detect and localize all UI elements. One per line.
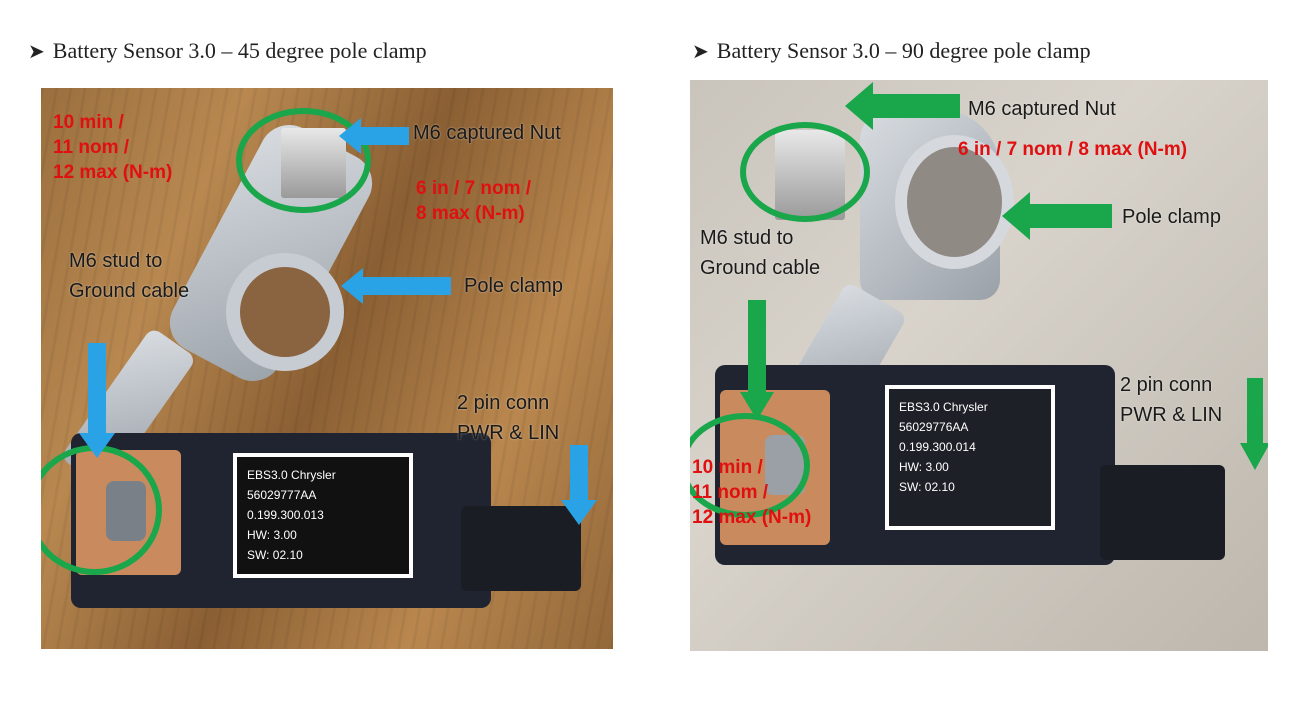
nut-highlight-circle bbox=[236, 108, 371, 213]
stud-label: M6 stud to Ground cable bbox=[69, 250, 190, 302]
connector-shape bbox=[461, 506, 581, 591]
nut-highlight-circle bbox=[740, 122, 870, 222]
connector-shape bbox=[1100, 465, 1225, 560]
sensor-label-line: EBS3.0 Chrysler bbox=[247, 468, 336, 482]
clamp-hole bbox=[226, 253, 344, 371]
sensor-label-line: SW: 02.10 bbox=[247, 548, 303, 562]
sensor-label: EBS3.0 Chrysler 56029776AA 0.199.300.014… bbox=[885, 385, 1055, 530]
arrow-icon bbox=[845, 82, 960, 130]
arrow-icon bbox=[341, 268, 451, 304]
nut-label: M6 captured Nut bbox=[968, 98, 1116, 120]
sensor-label-line: 56029777AA bbox=[247, 488, 317, 502]
sensor-label: EBS3.0 Chrysler 56029777AA 0.199.300.013… bbox=[233, 453, 413, 578]
arrow-icon bbox=[79, 343, 115, 458]
heading-left-text: Battery Sensor 3.0 – 45 degree pole clam… bbox=[52, 38, 427, 63]
nut-torque-text: 6 in / 7 nom / 8 max (N-m) bbox=[958, 139, 1188, 160]
nut-label: M6 captured Nut bbox=[413, 122, 561, 144]
arrow-icon bbox=[1240, 378, 1268, 470]
sensor-label-line: SW: 02.10 bbox=[899, 480, 955, 494]
heading-right: ➤ Battery Sensor 3.0 – 90 degree pole cl… bbox=[692, 38, 1091, 64]
sensor-label-line: HW: 3.00 bbox=[899, 460, 949, 474]
connector-label: 2 pin conn PWR & LIN bbox=[457, 392, 560, 444]
stud-torque-text: 10 min / 11 nom / 12 max (N-m) bbox=[692, 457, 812, 528]
heading-right-text: Battery Sensor 3.0 – 90 degree pole clam… bbox=[716, 38, 1091, 63]
sensor-label-line: 56029776AA bbox=[899, 420, 969, 434]
arrow-icon bbox=[1002, 192, 1112, 240]
sensor-label-line: HW: 3.00 bbox=[247, 528, 297, 542]
arrow-icon bbox=[561, 445, 597, 525]
sensor-label-line: EBS3.0 Chrysler bbox=[899, 400, 988, 414]
nut-torque-text: 6 in / 7 nom / 8 max (N-m) bbox=[416, 178, 532, 224]
arrow-icon bbox=[339, 118, 409, 154]
arrowhead-bullet-icon: ➤ bbox=[28, 40, 45, 63]
sensor-label-line: 0.199.300.014 bbox=[899, 440, 976, 454]
stud-torque-text: 10 min / 11 nom / 12 max (N-m) bbox=[53, 112, 173, 183]
heading-left: ➤ Battery Sensor 3.0 – 45 degree pole cl… bbox=[28, 38, 427, 64]
stud-highlight-circle bbox=[690, 413, 810, 518]
sensor-label-line: 0.199.300.013 bbox=[247, 508, 324, 522]
arrowhead-bullet-icon: ➤ bbox=[692, 40, 709, 63]
connector-label: 2 pin conn PWR & LIN bbox=[1120, 374, 1223, 426]
pole-clamp-label: Pole clamp bbox=[464, 275, 563, 297]
pole-clamp-label: Pole clamp bbox=[1122, 206, 1221, 228]
stud-label: M6 stud to Ground cable bbox=[700, 227, 821, 279]
photo-90-degree-sensor: EBS3.0 Chrysler 56029776AA 0.199.300.014… bbox=[690, 80, 1268, 651]
arrow-icon bbox=[740, 300, 774, 420]
photo-45-degree-sensor: EBS3.0 Chrysler 56029777AA 0.199.300.013… bbox=[41, 88, 613, 649]
